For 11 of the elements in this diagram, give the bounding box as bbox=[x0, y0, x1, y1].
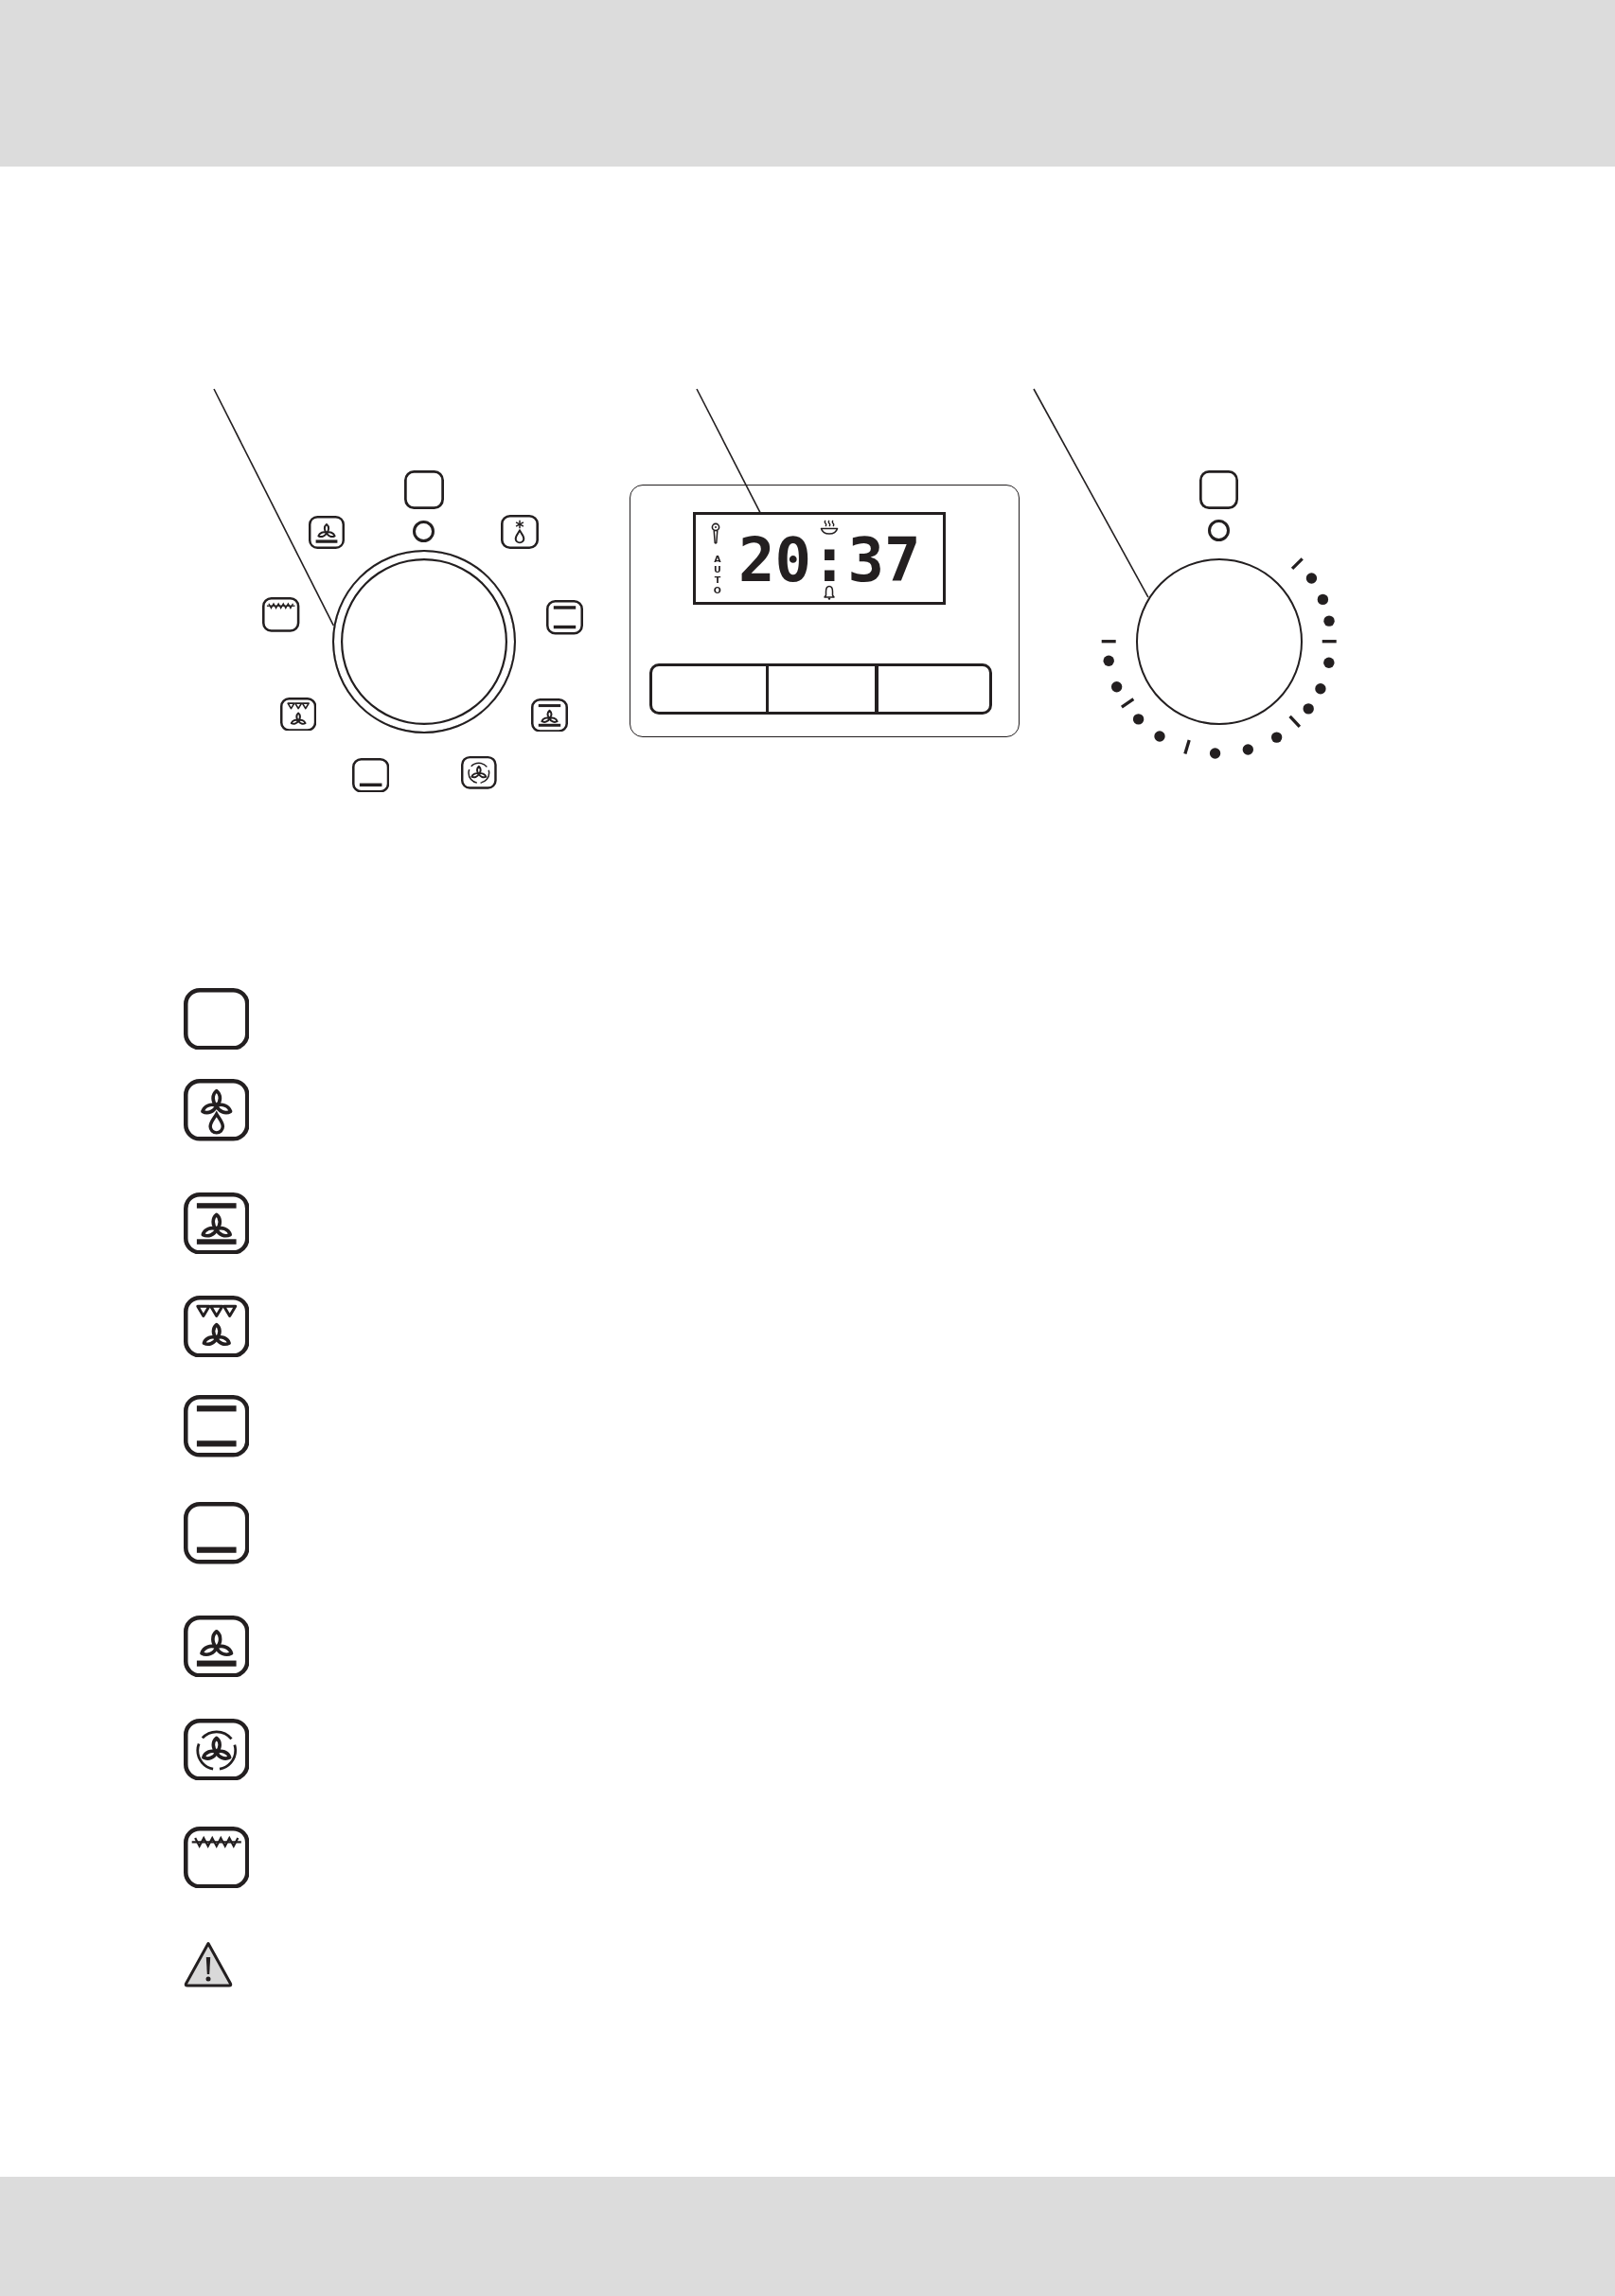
touch-button bbox=[875, 663, 993, 715]
lcd-screen bbox=[692, 512, 946, 606]
control-panel bbox=[630, 484, 1020, 737]
touch-button bbox=[766, 663, 878, 715]
temperature-knob bbox=[1135, 557, 1303, 725]
leader-line bbox=[213, 388, 335, 627]
leader-line bbox=[1033, 388, 1149, 598]
function-knob bbox=[331, 549, 516, 733]
mode-label: AUTO bbox=[712, 553, 722, 595]
time-readout: 20:37 bbox=[737, 537, 921, 583]
leader-line bbox=[696, 388, 761, 514]
